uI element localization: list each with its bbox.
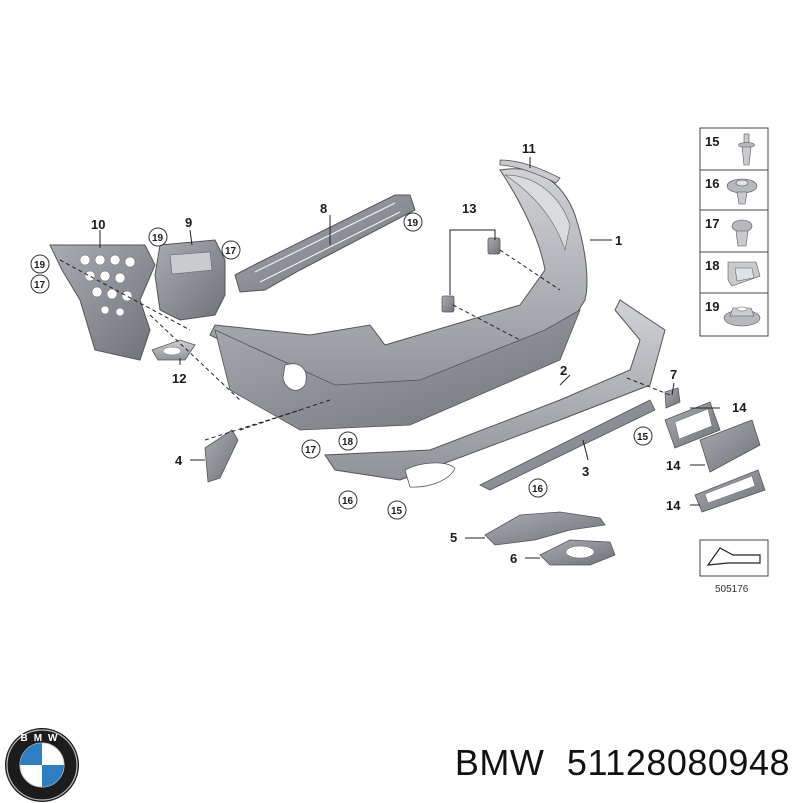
top-trim-strip: [499, 159, 561, 184]
bumper-carrier: [234, 194, 416, 293]
callout-labels: 1 11 2 3 4 5 6 7 8 9 10 12 13 14 14 14: [91, 141, 747, 566]
callout-19-carrier: 19: [407, 218, 419, 229]
callout-19-bracket: 19: [152, 233, 164, 244]
callout-2: 2: [560, 363, 567, 378]
bumper-clips: [441, 237, 501, 313]
brand-name: BMW: [454, 742, 545, 783]
callout-7: 7: [670, 367, 677, 382]
side-mounting-bracket: [154, 239, 226, 321]
spreading-nut-icon: [726, 178, 758, 205]
leader-lines: [99, 157, 720, 559]
diagram-reference-box: 505176: [699, 539, 769, 595]
callout-16-strip: 16: [532, 484, 544, 495]
legend-number-15: 15: [705, 134, 719, 149]
part-title: BMW 51128080948: [455, 742, 790, 784]
lower-trim-strip: [479, 399, 656, 491]
fastener-legend: 15 16 17 18 19: [699, 127, 769, 337]
legend-number-19: 19: [705, 299, 719, 314]
part-number: 51128080948: [566, 742, 790, 783]
callout-14-c: 14: [666, 498, 681, 513]
push-rivet-icon: [738, 133, 755, 166]
bmw-logo: BMW: [5, 728, 79, 802]
callout-16-bottom: 16: [342, 496, 354, 507]
callout-19-left: 19: [34, 260, 46, 271]
exhaust-bracket: [484, 511, 606, 546]
legend-number-17: 17: [705, 216, 719, 231]
license-plate-brackets: [664, 401, 766, 513]
hex-nut-icon: [723, 306, 761, 327]
legend-number-18: 18: [705, 258, 719, 273]
bmw-logo-letters: BMW: [21, 733, 64, 744]
callout-5: 5: [450, 530, 457, 545]
callout-15-bottom: 15: [391, 506, 403, 517]
callout-11: 11: [522, 141, 536, 156]
small-cover: [664, 387, 681, 409]
callout-17-left: 17: [34, 280, 46, 291]
callout-12: 12: [172, 371, 186, 386]
legend-number-16: 16: [705, 176, 719, 191]
callout-6: 6: [510, 551, 517, 566]
left-guide-bracket: [49, 244, 156, 361]
callout-13: 13: [462, 201, 476, 216]
small-grommet: [151, 339, 196, 361]
spring-clip-icon: [727, 261, 761, 287]
callout-14-b: 14: [666, 458, 681, 473]
bumper-trim-panel: [209, 168, 588, 431]
callout-17-lower: 17: [305, 445, 317, 456]
callout-8: 8: [320, 201, 327, 216]
callout-17-bracket: 17: [225, 246, 237, 257]
circled-callout-labels: 19 17 19 17 19 17 18 15 16 16 15: [34, 218, 649, 517]
exhaust-tip-trim: [539, 539, 616, 566]
expanding-rivet-icon: [731, 219, 753, 247]
reflector-bracket: [204, 429, 239, 483]
lower-diffuser: [324, 299, 666, 488]
callout-9: 9: [185, 215, 192, 230]
callout-10: 10: [91, 217, 105, 232]
assembly-lines: [59, 249, 671, 441]
diagram-reference-number: 505176: [715, 584, 749, 595]
callout-18-lower: 18: [342, 437, 354, 448]
circled-callouts: [30, 212, 653, 520]
callout-3: 3: [582, 464, 589, 479]
callout-1: 1: [615, 233, 622, 248]
callout-14-a: 14: [732, 400, 747, 415]
callout-15-right: 15: [637, 432, 649, 443]
callout-4: 4: [175, 453, 183, 468]
